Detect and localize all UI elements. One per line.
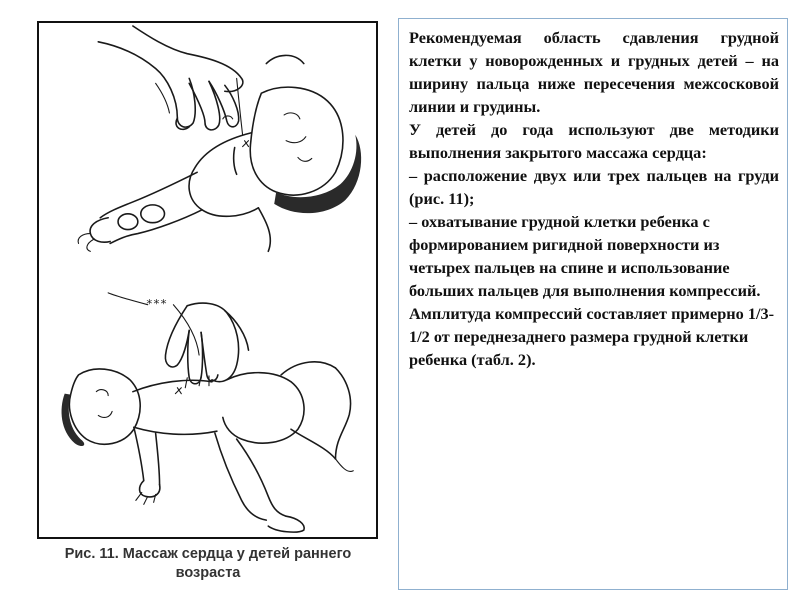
figure-illustration: *** — [37, 21, 378, 539]
paragraph-method-encircling: – охватывание грудной клетки ребенка с ф… — [409, 212, 761, 300]
caption-line-1: Рис. 11. Массаж сердца у детей раннего — [64, 546, 352, 562]
bottom-infant-drawing — [61, 292, 354, 533]
paragraph-method-fingers: – расположение двух или трех пальцев на … — [409, 166, 779, 208]
infant-cpr-drawing: *** — [61, 25, 362, 533]
text-panel: Рекомендуемая область сдавления грудной … — [398, 18, 788, 590]
top-infant-drawing — [77, 25, 362, 253]
paragraph-two-methods: У детей до года используют две методики … — [409, 120, 779, 162]
caption-line-2: возраста — [175, 565, 241, 581]
paragraph-compression-area: Рекомендуемая область сдавления грудной … — [409, 28, 779, 116]
paragraph-amplitude: Амплитуда компрессий составляет примерно… — [409, 304, 775, 369]
marker-stars: *** — [146, 297, 167, 311]
figure-caption: Рис. 11. Массаж сердца у детей раннего в… — [30, 545, 386, 583]
